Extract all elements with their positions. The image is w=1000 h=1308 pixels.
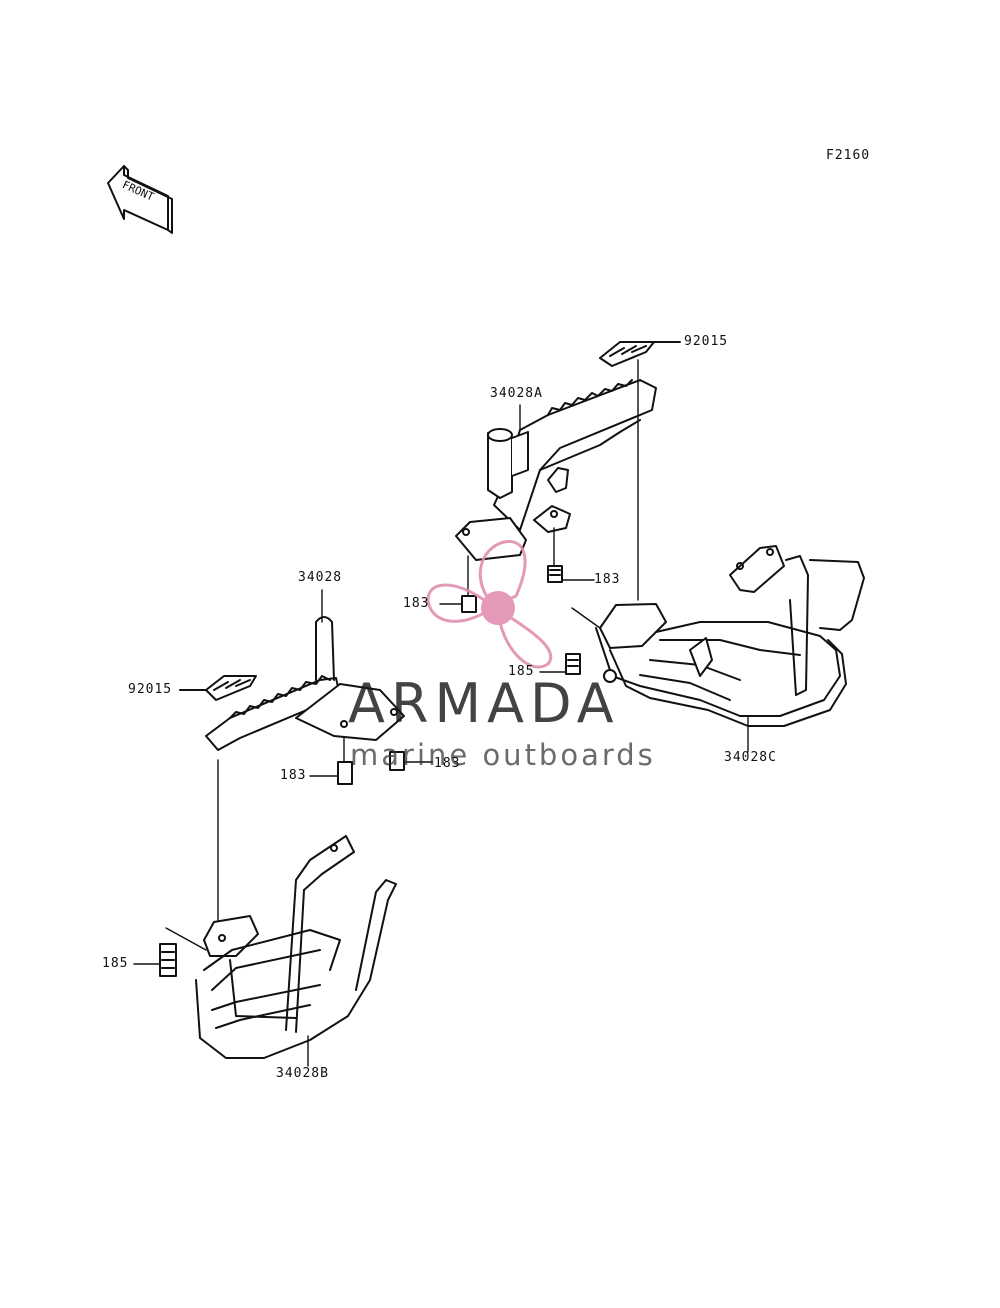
part-label-183-lower-a[interactable]: 183 [280,768,307,783]
part-label-34028[interactable]: 34028 [298,570,343,585]
guard-34028B [195,835,397,1059]
part-label-92015-top[interactable]: 92015 [684,334,729,349]
guard-34028C [595,545,865,727]
part-label-183-left[interactable]: 183 [403,596,430,611]
bolt-185-right-icon [565,653,581,675]
watermark-propeller-icon [426,540,553,669]
footrest-34028A [455,379,657,561]
bolt-183-lower-b-icon [389,751,405,771]
pad-92015-left [205,675,257,701]
part-label-185-right[interactable]: 185 [508,664,535,679]
part-label-185-left[interactable]: 185 [102,956,129,971]
bolt-183-left-icon [461,595,477,613]
part-label-34028C[interactable]: 34028C [724,750,777,765]
watermark-brand: ARMADA [348,672,620,735]
part-label-183-right[interactable]: 183 [594,572,621,587]
part-label-183-lower-b[interactable]: 183 [434,756,461,771]
figure-code: F2160 [826,148,871,163]
part-label-34028A[interactable]: 34028A [490,386,543,401]
bolt-185-left-icon [159,943,177,977]
pad-92015-top [599,341,655,367]
bolt-183-right-icon [547,565,563,583]
watermark-tagline: marine outboards [350,738,656,772]
leader-lines [133,359,749,1067]
footrest-34028 [205,616,405,751]
part-label-92015-left[interactable]: 92015 [128,682,173,697]
part-label-34028B[interactable]: 34028B [276,1066,329,1081]
front-arrow-icon: FRONT [107,165,173,234]
